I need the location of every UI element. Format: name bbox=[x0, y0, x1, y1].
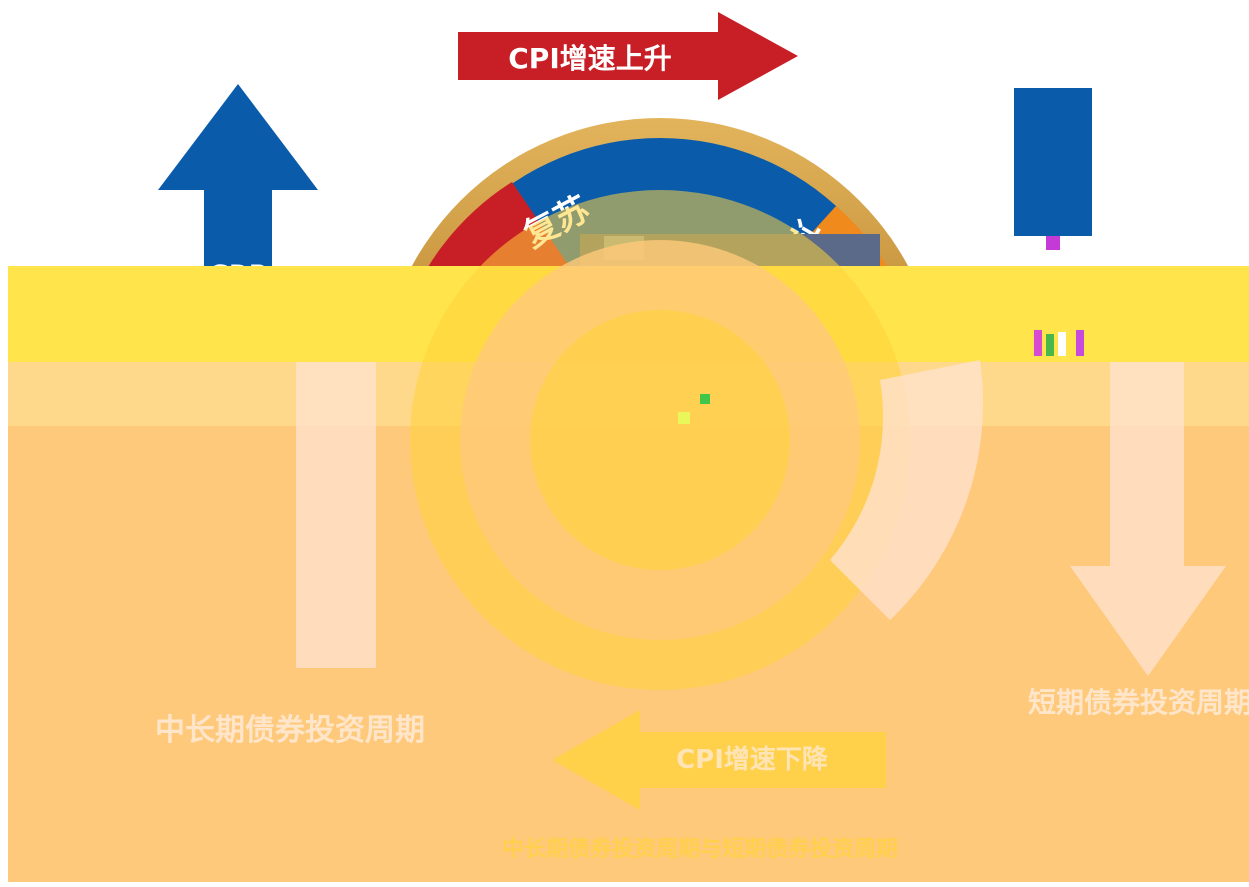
artifact-white bbox=[1058, 332, 1066, 356]
artifact-center-green bbox=[700, 394, 710, 404]
artifact-green bbox=[1046, 334, 1054, 356]
left-pale-column bbox=[296, 362, 376, 668]
artifact-purple bbox=[1076, 330, 1084, 356]
footer-left-label: 中长期债券投资周期 bbox=[155, 713, 425, 748]
gdp-up-arrow: GDP bbox=[158, 84, 318, 288]
wheel-ghost-pale-sector bbox=[830, 360, 984, 620]
cpi-up-arrow: CPI增速上升 bbox=[458, 12, 798, 100]
wheel-ghost-core bbox=[530, 310, 790, 570]
bottom-caption: 中长期债券投资周期与短期债券投资周期 bbox=[502, 836, 898, 862]
artifact-top-purple bbox=[1046, 236, 1060, 250]
footer-right-label: 短期债券投资周期 bbox=[1028, 686, 1249, 719]
right-pale-down-arrow bbox=[1070, 362, 1226, 676]
gdp-down-bar-top bbox=[1014, 88, 1092, 236]
cpi-up-label: CPI增速上升 bbox=[508, 42, 672, 75]
cpi-down-arrow bbox=[552, 710, 886, 810]
cpi-down-label: CPI增速下降 bbox=[676, 744, 829, 775]
artifact-center-yellow bbox=[678, 412, 690, 424]
artifact-magenta bbox=[1034, 330, 1042, 356]
